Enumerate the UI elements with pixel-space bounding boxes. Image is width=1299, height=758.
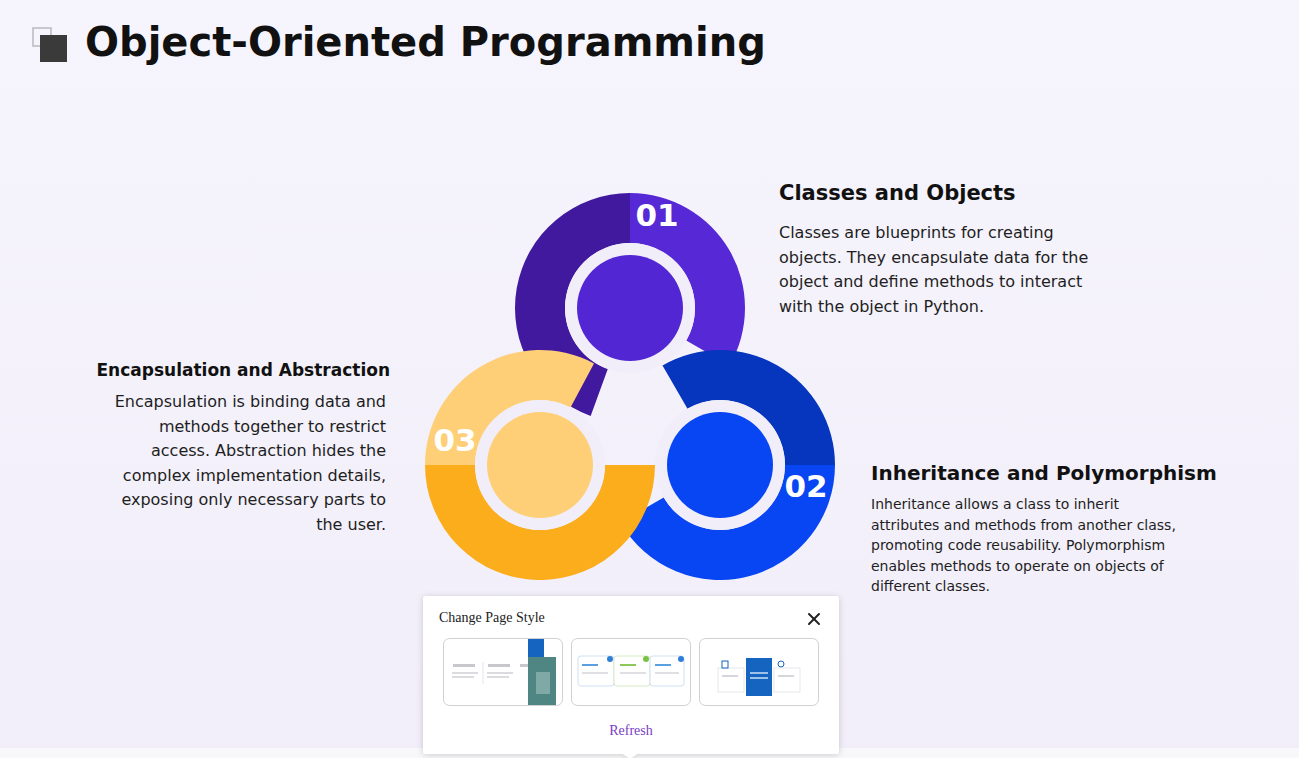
deco-shape xyxy=(572,639,691,706)
deco-shape xyxy=(678,656,684,662)
deco-shape xyxy=(718,668,744,692)
deco-shape xyxy=(578,656,614,686)
deco-shape xyxy=(487,676,509,678)
popup-ground xyxy=(423,596,839,754)
deco-shape xyxy=(722,661,728,668)
refresh-link: Refresh xyxy=(423,722,839,740)
deco-shape xyxy=(452,676,474,678)
deco-shape xyxy=(809,614,819,624)
deco-shape xyxy=(650,656,684,686)
section-heading: Classes and Objects xyxy=(779,178,1139,208)
panel-heading: Change Page Style xyxy=(439,609,545,627)
deco-shape xyxy=(444,639,563,706)
section-body: Encapsulation is binding data and method… xyxy=(100,390,386,537)
deco-shape xyxy=(774,668,800,692)
deco-shape xyxy=(655,664,671,666)
deco-shape xyxy=(643,656,649,662)
deco-shape xyxy=(536,672,550,694)
deco-shape xyxy=(809,614,819,624)
deco-shape xyxy=(528,639,544,657)
popup-panel xyxy=(423,596,839,758)
deco-shape xyxy=(487,672,513,674)
deco-shape xyxy=(655,672,679,674)
section-heading: Encapsulation and Abstraction xyxy=(30,357,390,383)
deco-shape xyxy=(746,658,772,696)
deco-shape xyxy=(614,656,650,686)
ring-core xyxy=(577,255,683,361)
style-thumbnail xyxy=(444,639,563,706)
deco-shape xyxy=(528,657,556,705)
title-icon-square xyxy=(40,35,67,62)
deco-shape xyxy=(778,675,794,677)
ring-gap xyxy=(565,243,695,373)
ring-segment: 03 xyxy=(425,350,655,580)
page-title: Object-Oriented Programming xyxy=(85,16,766,68)
style-panel: Change Page StyleRefresh xyxy=(423,596,839,754)
deco-shape xyxy=(488,664,510,667)
deco-shape xyxy=(483,662,484,684)
deco-shape xyxy=(620,672,646,674)
section-body: Classes are blueprints for creating obje… xyxy=(779,221,1109,319)
style-thumbnail xyxy=(700,639,819,706)
deco-shape xyxy=(582,672,608,674)
callout-number: 03 xyxy=(433,422,476,458)
deco-shape xyxy=(582,664,598,666)
deco-shape xyxy=(453,664,475,667)
bottom-strip xyxy=(0,748,1299,758)
deco-shape xyxy=(778,661,784,667)
callout-number: 01 xyxy=(635,197,678,233)
style-thumbnail xyxy=(572,639,691,706)
deco-shape xyxy=(520,664,528,667)
deco-shape xyxy=(750,677,768,679)
deco-shape xyxy=(750,672,768,674)
ring-core xyxy=(667,412,773,518)
deco-shape xyxy=(700,639,819,706)
close-icon xyxy=(809,614,819,624)
section-heading: Inheritance and Polymorphism xyxy=(871,459,1281,487)
callout-number: 02 xyxy=(784,468,827,504)
ring-core xyxy=(487,412,593,518)
deco-shape xyxy=(607,656,613,662)
deco-shape xyxy=(722,675,738,677)
section-body: Inheritance allows a class to inherit at… xyxy=(871,494,1189,597)
ring-shape xyxy=(425,350,655,580)
popup-pointer xyxy=(622,753,638,758)
ring-gap xyxy=(475,400,605,530)
ring-gap xyxy=(655,400,785,530)
deco-shape xyxy=(620,664,636,666)
deco-shape xyxy=(452,672,478,674)
